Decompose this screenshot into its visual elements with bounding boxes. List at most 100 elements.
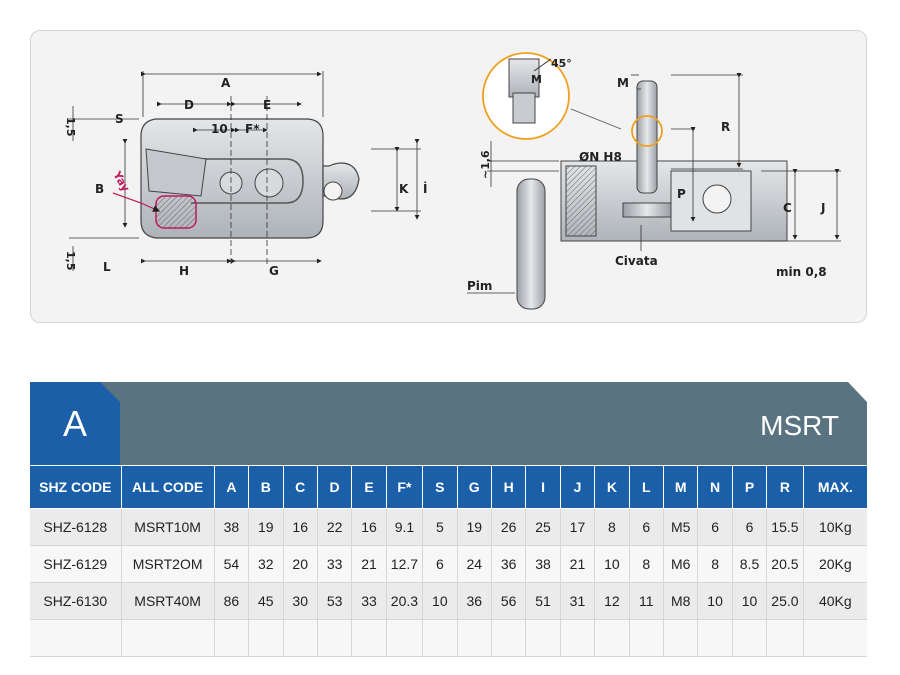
table-cell: 45 [248,582,284,620]
technical-drawing: A D E 10 F* S B Yay L H G K İ 1,5 1,5 M … [64,52,841,310]
table-cell [351,619,387,657]
dim-R: R [721,120,730,134]
table-cell: 38 [214,508,250,546]
column-header: N [697,466,733,509]
table-cell: 10 [697,582,733,620]
table-cell: 33 [317,545,353,583]
column-header: A [214,466,250,509]
table-cell: 17 [560,508,596,546]
table-cell: MSRT40M [121,582,215,620]
dim-offset-bottom: 1,5 [64,251,77,271]
table-cell: M8 [663,582,699,620]
dim-K: K [399,182,409,196]
column-header: S [422,466,458,509]
table-cell [629,619,664,657]
table-cell: 10Kg [803,508,867,546]
table-cell: 31 [560,582,596,620]
table-cell [283,619,318,657]
table-cell: 6 [732,508,768,546]
column-header: SHZ CODE [30,466,122,509]
table-cell: MSRT2OM [121,545,215,583]
table-cell [457,619,492,657]
table-cell [317,619,353,657]
column-header: D [317,466,353,509]
table-cell [248,619,284,657]
table-cell: 15.5 [766,508,804,546]
dim-D: D [184,98,194,112]
table-cell: M6 [663,545,699,583]
column-header: L [629,466,664,509]
table-cell: 10 [422,582,458,620]
table-cell [766,619,804,657]
table-cell: 6 [629,508,664,546]
dim-J: J [820,201,825,215]
section-letter: A [62,403,87,444]
table-cell [732,619,768,657]
product-title: MSRT [760,410,839,441]
label-S: S [115,112,124,126]
table-cell: 40Kg [803,582,867,620]
table-cell: 6 [422,545,458,583]
column-header: K [594,466,630,509]
dim-M: M [617,76,629,90]
table-cell: 11 [629,582,664,620]
dim-P: P [677,187,686,201]
table-cell: M5 [663,508,699,546]
table-cell: 20.5 [766,545,804,583]
detail-M: M [531,73,542,86]
technical-drawing-panel: A D E 10 F* S B Yay L H G K İ 1,5 1,5 M … [30,30,867,323]
table-cell [386,619,424,657]
left-view: A D E 10 F* S B Yay L H G K İ 1,5 1,5 [64,71,427,278]
dim-A: A [221,76,231,90]
table-cell [594,619,630,657]
table-cell: 86 [214,582,250,620]
dim-E: E [263,98,271,112]
dim-F: F* [245,122,260,136]
table-cell: 16 [283,508,318,546]
table-cell: MSRT10M [121,508,215,546]
column-header: B [248,466,284,509]
column-header: ALL CODE [121,466,215,509]
label-min: min 0,8 [776,265,827,279]
right-view: M 45° Pim [467,52,841,310]
dim-H: H [179,264,189,278]
label-civata: Civata [615,254,658,268]
dim-G: G [269,264,279,278]
dim-B: B [95,182,104,196]
label-L: L [103,260,111,274]
column-header: I [525,466,561,509]
column-header: M [663,466,699,509]
column-header: E [351,466,387,509]
table-cell: 8 [594,508,630,546]
table-cell: 32 [248,545,284,583]
column-header: MAX. [803,466,867,509]
dim-offset-top: 1,5 [64,117,77,137]
table-cell: 10 [594,545,630,583]
table-cell: 10 [732,582,768,620]
table-cell: 5 [422,508,458,546]
table-cell [803,619,867,657]
table-cell [422,619,458,657]
table-cell: 8 [629,545,664,583]
table-cell [214,619,250,657]
table-cell: 25 [525,508,561,546]
dim-offset: ~1,6 [479,150,492,179]
table-cell: 38 [525,545,561,583]
dim-hole: ØN H8 [579,150,622,164]
label-yay: Yay [110,168,132,194]
table-cell: SHZ-6129 [30,545,122,583]
section-band: A MSRT [30,382,867,465]
table-cell: 30 [283,582,318,620]
dim-C: C [783,201,792,215]
column-header: G [457,466,492,509]
dim-10: 10 [211,122,228,136]
column-header: R [766,466,804,509]
table-cell [525,619,561,657]
table-cell: 56 [491,582,527,620]
label-pim: Pim [467,279,492,293]
table-cell: 54 [214,545,250,583]
table-cell: 24 [457,545,492,583]
table-cell: 21 [351,545,387,583]
